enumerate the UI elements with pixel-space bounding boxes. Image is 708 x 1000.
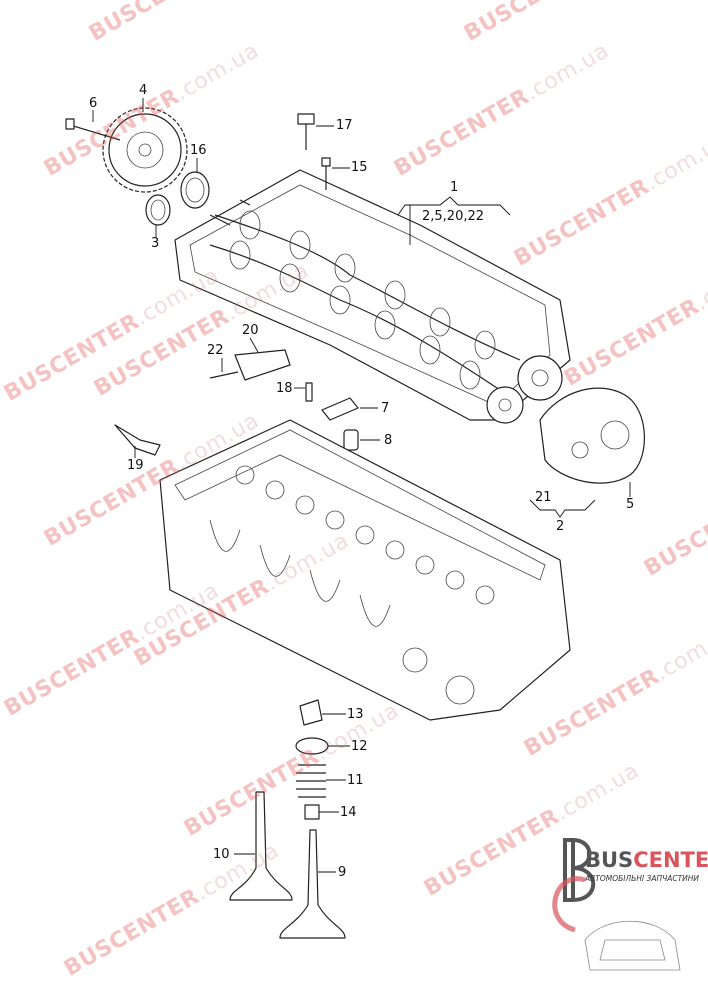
buscenter-logo: BUSCENTER АВТОМОБІЛЬНІ ЗАПЧАСТИНИ <box>545 830 708 995</box>
callout-11: 11 <box>347 773 364 788</box>
roller-rocker <box>321 397 359 421</box>
callout-12: 12 <box>351 739 368 754</box>
callout-7: 7 <box>381 401 390 416</box>
valve-9 <box>279 829 346 939</box>
seal-3 <box>145 194 171 226</box>
leader-lines <box>92 98 631 873</box>
valve-stem-seal <box>304 804 320 820</box>
callout-2: 2 <box>556 519 565 534</box>
callout-22: 22 <box>207 343 224 358</box>
callout-4: 4 <box>139 83 148 98</box>
callout-20: 20 <box>242 323 259 338</box>
callout-8: 8 <box>384 433 393 448</box>
valve-spring <box>296 764 326 798</box>
dowel-pin <box>305 382 313 402</box>
callout-1-components: 2,5,20,22 <box>422 209 485 224</box>
valve-10 <box>229 791 293 901</box>
callout-9: 9 <box>338 865 347 880</box>
camshaft-housing <box>174 169 571 424</box>
logo-brand-a: BUS <box>585 848 634 872</box>
callout-3: 3 <box>151 236 160 251</box>
callout-6: 6 <box>89 96 98 111</box>
callout-19: 19 <box>127 458 144 473</box>
logo-brand-b: CENTER <box>633 848 708 872</box>
cover-plate <box>539 387 646 484</box>
callout-1: 1 <box>450 180 459 195</box>
callout-16: 16 <box>190 143 207 158</box>
cylinder-head <box>159 419 571 721</box>
seal-16 <box>180 171 210 209</box>
valve-keeper <box>299 699 323 726</box>
callout-10: 10 <box>213 847 230 862</box>
callout-5: 5 <box>626 497 635 512</box>
logo-tagline: АВТОМОБІЛЬНІ ЗАПЧАСТИНИ <box>585 874 700 883</box>
bolt-17 <box>297 113 315 125</box>
camshaft-sensor <box>234 349 291 381</box>
hydraulic-lifter <box>343 429 359 451</box>
bolt-15 <box>321 157 331 167</box>
callout-21: 21 <box>535 490 552 505</box>
callout-13: 13 <box>347 707 364 722</box>
logo-mark <box>552 838 681 971</box>
logo-brand: BUSCENTER <box>585 848 708 872</box>
callout-17: 17 <box>336 118 353 133</box>
callout-18: 18 <box>276 381 293 396</box>
sealant-tube <box>114 424 161 456</box>
callout-15: 15 <box>351 160 368 175</box>
callout-14: 14 <box>340 805 357 820</box>
camshaft-sprocket <box>65 107 188 193</box>
